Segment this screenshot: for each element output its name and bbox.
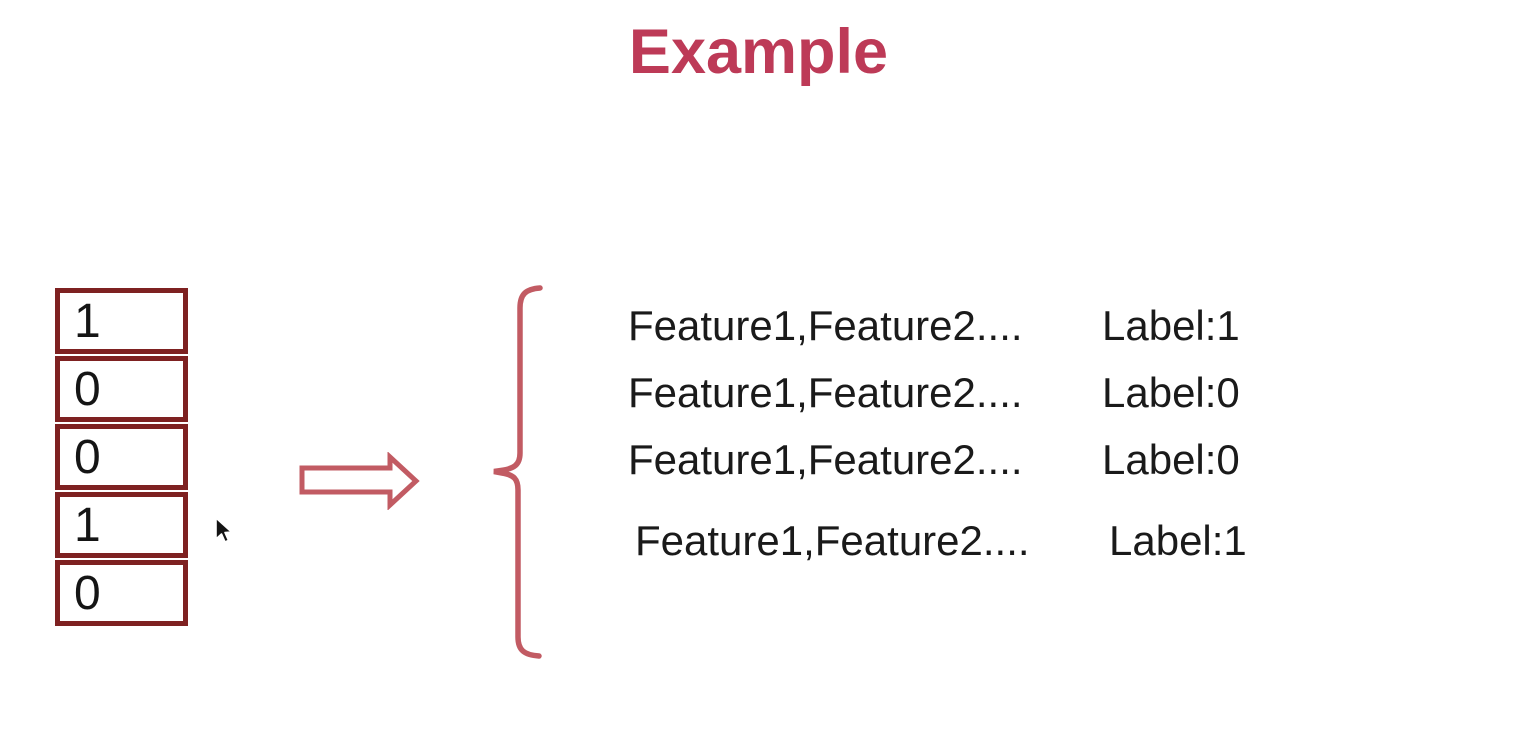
features-text: Feature1,Feature2....: [635, 517, 1030, 564]
vector-cell-value: 1: [74, 294, 101, 348]
label-text: Label:0: [1102, 436, 1240, 483]
label-vector: 1 0 0 1 0: [55, 288, 188, 628]
data-row: Feature1,Feature2.... Label:1: [635, 520, 1247, 562]
vector-cell: 0: [55, 424, 188, 490]
features-text: Feature1,Feature2....: [628, 436, 1023, 483]
data-row: Feature1,Feature2.... Label:0: [628, 372, 1240, 414]
vector-cell: 1: [55, 288, 188, 354]
data-row: Feature1,Feature2.... Label:0: [628, 439, 1240, 481]
vector-cell: 0: [55, 356, 188, 422]
label-text: Label:1: [1109, 517, 1247, 564]
slide-title: Example: [628, 17, 889, 87]
features-text: Feature1,Feature2....: [628, 302, 1023, 349]
vector-cell-value: 0: [74, 430, 101, 484]
features-text: Feature1,Feature2....: [628, 369, 1023, 416]
mouse-pointer-icon: [215, 517, 233, 543]
vector-cell: 0: [55, 560, 188, 626]
vector-cell-value: 0: [74, 566, 101, 620]
vector-cell: 1: [55, 492, 188, 558]
left-curly-brace-icon: [493, 285, 543, 659]
label-text: Label:1: [1102, 302, 1240, 349]
data-row: Feature1,Feature2.... Label:1: [628, 305, 1240, 347]
label-text: Label:0: [1102, 369, 1240, 416]
vector-cell-value: 1: [74, 498, 101, 552]
vector-cell-value: 0: [74, 362, 101, 416]
right-arrow-icon: [299, 452, 420, 510]
